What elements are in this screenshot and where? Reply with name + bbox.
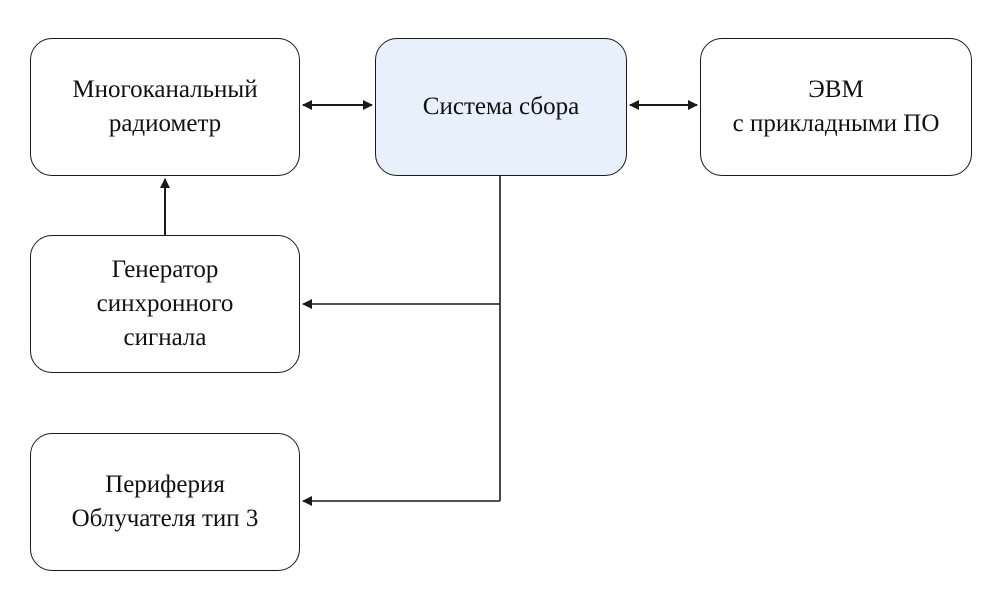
periphery-block: Периферия Облучателя тип 3 (30, 433, 300, 571)
radiometer-label-line2: радиометр (108, 110, 222, 137)
radiometer-label-line1: Многоканальный (72, 76, 258, 103)
computer-label-line2: с прикладными ПО (732, 110, 940, 137)
daq-system-block: Система сбора (375, 38, 627, 176)
periphery-label-line1: Периферия (105, 471, 225, 498)
computer-block: ЭВМ с прикладными ПО (700, 38, 972, 176)
daq-label-line1: Система сбора (422, 93, 580, 120)
periphery-label-line2: Облучателя тип 3 (71, 505, 259, 532)
generator-block: Генератор синхронного сигнала (30, 235, 300, 373)
computer-label-line1: ЭВМ (808, 76, 864, 103)
radiometer-block: Многоканальный радиометр (30, 38, 300, 176)
generator-label-line2: синхронного (96, 290, 234, 317)
generator-label-line3: сигнала (123, 324, 207, 351)
generator-label-line1: Генератор (111, 256, 219, 283)
